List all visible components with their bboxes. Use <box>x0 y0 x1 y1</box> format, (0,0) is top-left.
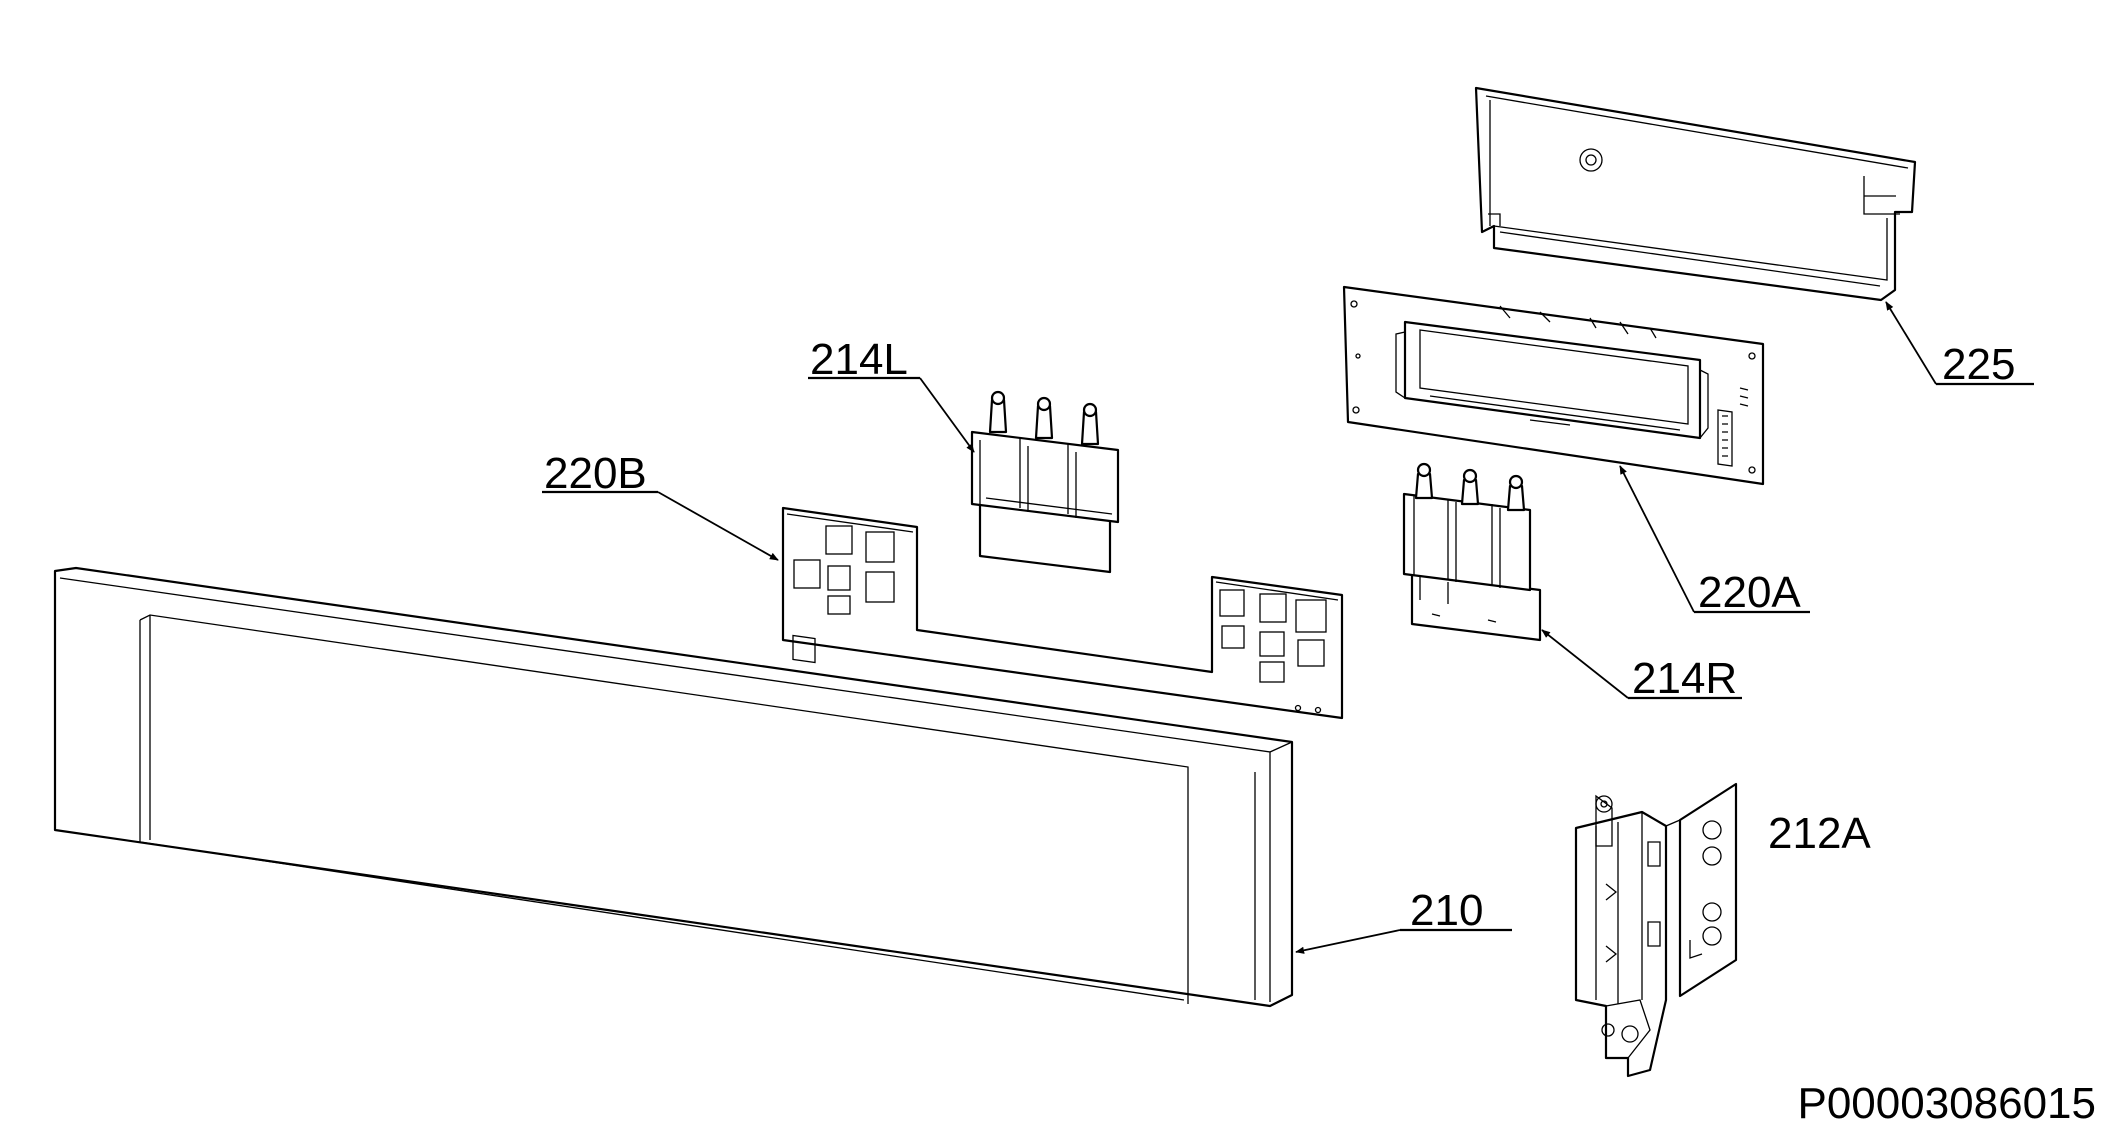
part-220B-touch-board <box>781 506 1344 720</box>
label-220B: 220B <box>544 449 647 498</box>
label-212A: 212A <box>1768 809 1871 858</box>
drawing-code: P00003086015 <box>1797 1079 2096 1128</box>
label-220A: 220A <box>1698 568 1801 617</box>
label-225: 225 <box>1942 340 2015 389</box>
label-210: 210 <box>1410 886 1483 935</box>
callout-leaders <box>542 301 2034 954</box>
part-220A-display-board <box>1342 285 1765 486</box>
part-210-control-panel <box>53 566 1294 1008</box>
part-214R-button-module <box>1402 462 1542 642</box>
label-214L: 214L <box>810 335 908 384</box>
keypad-left <box>792 525 895 664</box>
label-214R: 214R <box>1632 654 1737 703</box>
part-225-cover <box>1474 86 1917 302</box>
part-214L-button-module <box>970 390 1120 574</box>
part-212A-hinge-bracket <box>1574 782 1738 1078</box>
keypad-right <box>1219 589 1327 683</box>
